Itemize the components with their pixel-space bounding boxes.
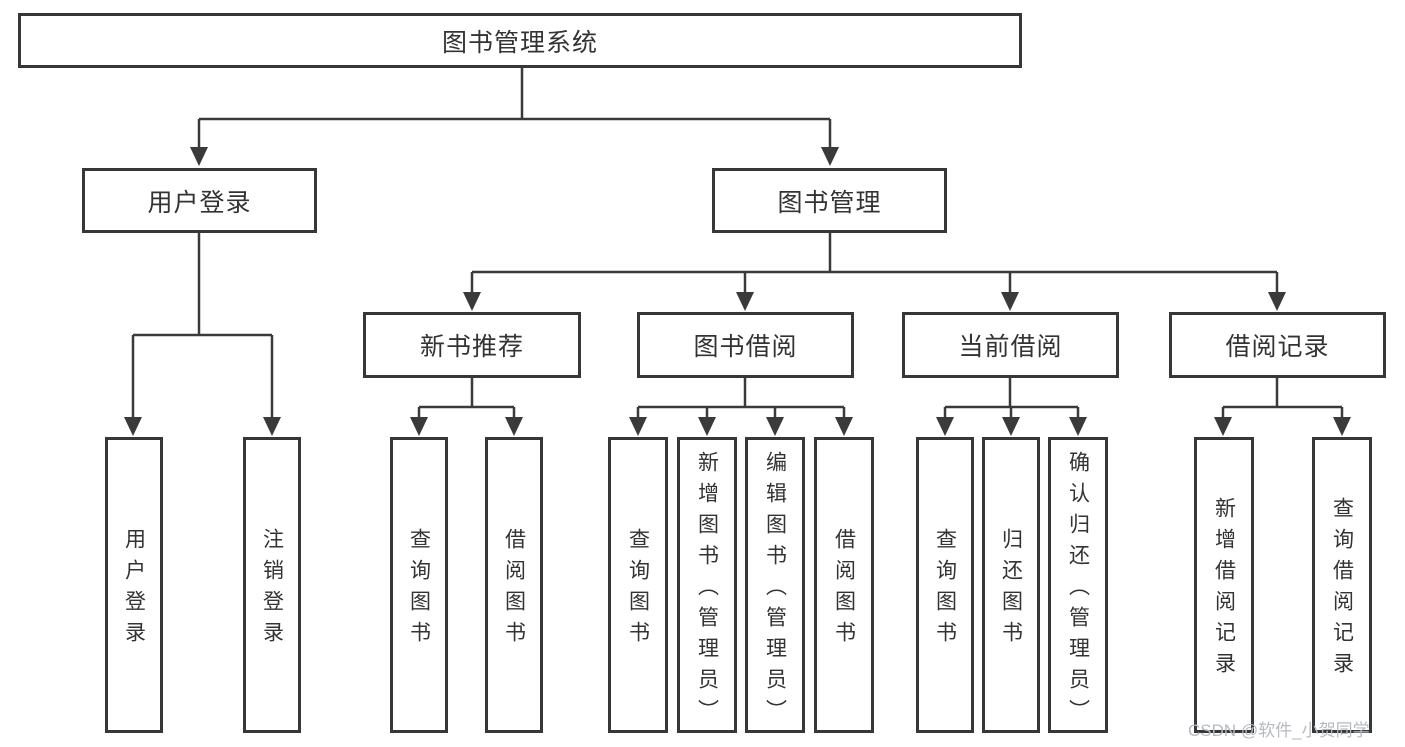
node-label: 图书管理: [777, 188, 882, 217]
node-library-management-system: 图书管理系统: [18, 13, 1022, 68]
leaf-query-books-current: 查询图书: [916, 437, 974, 733]
connector-borrowing-records-children: [1214, 378, 1351, 436]
node-label: 查询图书: [933, 528, 957, 652]
node-label: 新书推荐: [419, 333, 524, 361]
node-label: 当前借阅: [958, 333, 1063, 361]
node-book-borrowing: 图书借阅: [637, 312, 854, 378]
node-label: 借阅图书: [502, 528, 526, 652]
connector-new-book-recommend-children: [410, 378, 523, 436]
leaf-edit-books-admin: 编辑图书（管理员）: [745, 437, 805, 733]
csdn-watermark: CSDN @软件_小贺同学: [1188, 721, 1370, 740]
leaf-borrow-books-recommend: 借阅图书: [485, 437, 543, 733]
node-user-login: 用户登录: [82, 168, 317, 233]
leaf-logout: 注销登录: [243, 437, 301, 733]
node-label: 新增借阅记录: [1212, 497, 1236, 683]
node-label: 借阅图书: [832, 528, 856, 652]
node-label: 图书管理系统: [441, 28, 598, 57]
leaf-return-books: 归还图书: [982, 437, 1040, 733]
node-new-book-recommend: 新书推荐: [363, 312, 581, 378]
leaf-confirm-return-admin: 确认归还（管理员）: [1048, 437, 1108, 733]
leaf-query-books-recommend: 查询图书: [390, 437, 448, 733]
leaf-borrow-books: 借阅图书: [814, 437, 874, 733]
connector-user-login-children: [124, 233, 281, 436]
leaf-user-login: 用户登录: [105, 437, 163, 733]
node-label: 归还图书: [999, 528, 1023, 652]
node-current-borrowing: 当前借阅: [902, 312, 1119, 378]
node-label: 注销登录: [260, 528, 284, 652]
node-label: 新增图书（管理员）: [695, 450, 719, 730]
node-label: 借阅记录: [1225, 333, 1330, 361]
leaf-add-books-admin: 新增图书（管理员）: [677, 437, 737, 733]
node-label: 查询图书: [407, 528, 431, 652]
node-label: 图书借阅: [693, 333, 798, 361]
node-label: 查询图书: [626, 528, 650, 652]
connector-book-borrowing-children: [629, 378, 853, 436]
node-label: 确认归还（管理员）: [1066, 450, 1090, 730]
node-label: 编辑图书（管理员）: [763, 450, 787, 730]
node-label: 用户登录: [147, 188, 252, 217]
node-book-management: 图书管理: [712, 168, 947, 233]
leaf-query-borrow-record: 查询借阅记录: [1312, 437, 1372, 733]
node-borrowing-records: 借阅记录: [1169, 312, 1386, 378]
connector-book-management-children: [463, 233, 1286, 311]
connector-root-to-level2: [190, 68, 839, 166]
leaf-query-books-borrowing: 查询图书: [608, 437, 668, 733]
node-label: 查询借阅记录: [1330, 497, 1354, 683]
leaf-add-borrow-record: 新增借阅记录: [1194, 437, 1254, 733]
node-label: 用户登录: [122, 528, 146, 652]
connector-current-borrowing-children: [936, 378, 1087, 436]
